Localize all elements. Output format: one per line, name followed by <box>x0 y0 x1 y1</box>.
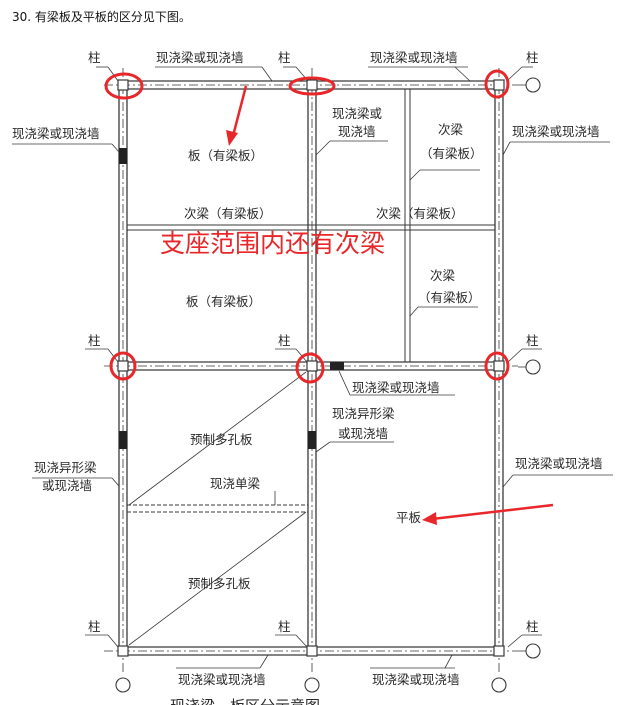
column-node <box>493 360 505 372</box>
precast-slab-diagonal-lower <box>128 511 307 646</box>
highlight-circle <box>484 351 510 381</box>
secondary-beam-label: 次梁（有梁板） <box>376 206 464 221</box>
column-label: 柱 <box>88 50 101 65</box>
beam-wall-label: 现浇梁或现浇墙 <box>178 672 266 687</box>
beam-wall-label: 现浇梁或现浇墙 <box>370 50 458 65</box>
red-arrow-head <box>226 130 238 146</box>
single-cast-beam <box>127 504 308 513</box>
column-label: 柱 <box>526 50 539 65</box>
special-beam-label-line2: 或现浇墙 <box>338 426 388 441</box>
red-annotations <box>104 69 554 521</box>
diagram-labels: 柱 现浇梁或现浇墙 柱 现浇梁或现浇墙 柱 现浇梁或现浇墙 现浇梁或现浇墙 现浇… <box>12 50 603 705</box>
wall-marker <box>119 148 127 164</box>
annotation-text: 支座范围内还有次梁 <box>160 229 385 258</box>
wall-markers <box>119 148 344 449</box>
diagram-caption: 现浇梁、板区分示意图 <box>170 697 320 705</box>
secondary-beam-horizontal <box>127 224 495 231</box>
red-arrow-head <box>422 512 437 525</box>
column-node <box>117 79 129 91</box>
beam-wall-label: 现浇梁或现浇墙 <box>12 126 100 141</box>
column-label: 柱 <box>88 333 101 348</box>
secondary-beam-label-line1: 次梁 <box>430 268 456 283</box>
wall-marker <box>308 431 316 449</box>
red-arrow-shaft <box>431 503 554 521</box>
highlight-circle <box>295 352 325 384</box>
column-node <box>493 645 505 657</box>
beam-wall-label: 现浇梁或现浇墙 <box>352 380 440 395</box>
beam-wall-label: 现浇梁或现浇墙 <box>515 456 603 471</box>
beam-wall-label-line1: 现浇梁或 <box>332 106 383 121</box>
highlight-circle <box>109 351 137 381</box>
beam-wall-label: 现浇梁或现浇墙 <box>156 50 244 65</box>
single-beam-label: 现浇单梁 <box>210 476 261 491</box>
secondary-beam-vertical <box>404 89 411 362</box>
column-label: 柱 <box>526 619 539 634</box>
axis-bubble <box>304 677 320 693</box>
axis-bubble <box>525 77 541 93</box>
structure-lines <box>104 68 541 693</box>
wall-marker <box>330 362 344 370</box>
column-label: 柱 <box>278 619 291 634</box>
slab-label: 板（有梁板） <box>188 148 263 163</box>
beam-wall-label-line2: 现浇墙 <box>338 124 376 139</box>
column-label: 柱 <box>278 333 291 348</box>
column-label: 柱 <box>278 50 291 65</box>
axis-bubble <box>525 643 541 659</box>
column-node <box>306 645 318 657</box>
axis-bubble <box>115 677 131 693</box>
precast-slab-label: 预制多孔板 <box>190 432 253 447</box>
column-label: 柱 <box>526 333 539 348</box>
secondary-beam-label-line2: （有梁板） <box>420 146 483 161</box>
secondary-beam-label-line2: （有梁板） <box>418 290 481 305</box>
highlight-circle <box>288 76 336 96</box>
special-beam-label-line1: 现浇异形梁 <box>34 460 97 475</box>
secondary-beam-label: 次梁（有梁板） <box>184 206 272 221</box>
column-node <box>117 360 129 372</box>
axis-bubble <box>525 359 541 375</box>
highlight-circle <box>484 69 510 99</box>
column-label: 柱 <box>88 619 101 634</box>
beam-wall-label: 现浇梁或现浇墙 <box>512 124 600 139</box>
special-beam-label-line1: 现浇异形梁 <box>332 406 395 421</box>
wall-marker <box>119 431 127 449</box>
highlight-circle <box>104 72 144 100</box>
secondary-beam-label-line1: 次梁 <box>438 122 464 137</box>
column-node <box>117 645 129 657</box>
question-text: 30. 有梁板及平板的区分见下图。 <box>12 10 191 24</box>
red-arrowheads <box>226 130 437 525</box>
precast-slab-diagonal-upper <box>128 371 307 506</box>
beam-wall-label: 现浇梁或现浇墙 <box>372 672 460 687</box>
column-node <box>306 79 318 91</box>
column-node <box>306 360 318 372</box>
axis-bubble <box>491 677 507 693</box>
precast-slab-label: 预制多孔板 <box>188 576 251 591</box>
flat-slab-label: 平板 <box>396 510 422 525</box>
special-beam-label-line2: 或现浇墙 <box>42 478 92 493</box>
slab-label: 板（有梁板） <box>186 294 261 309</box>
red-arrow-shaft <box>231 85 248 137</box>
column-node <box>493 79 505 91</box>
